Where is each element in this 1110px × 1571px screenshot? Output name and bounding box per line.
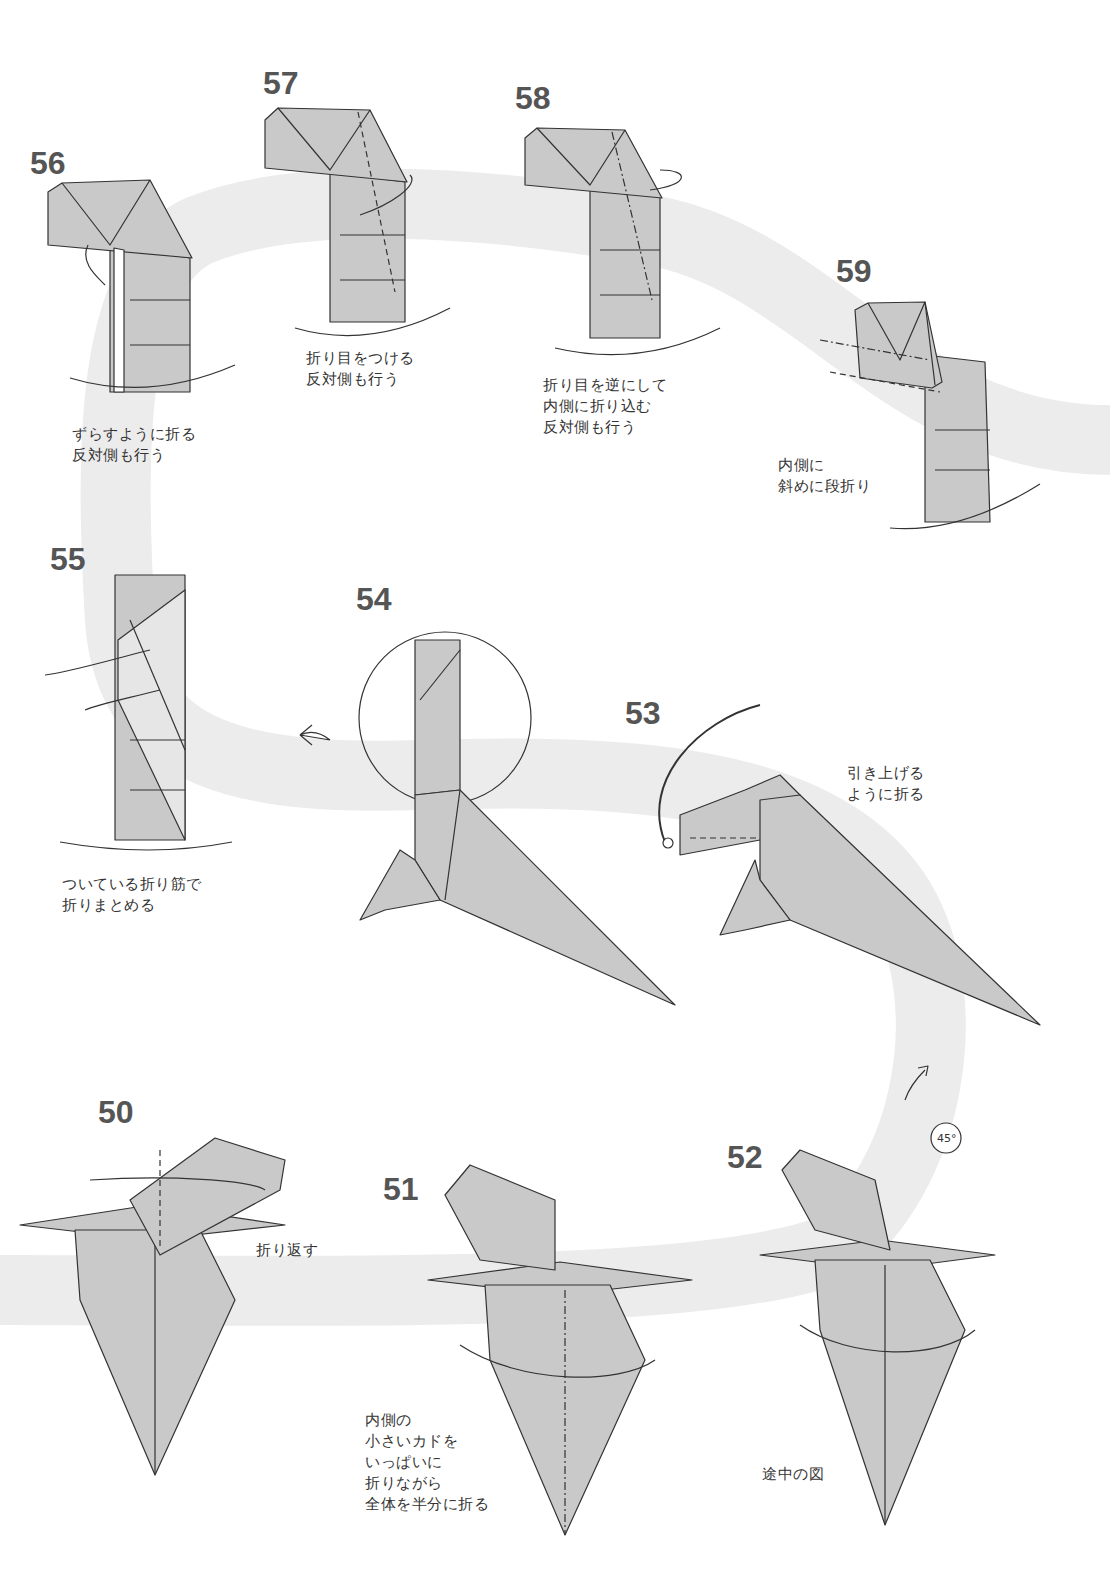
callout-number: 50 (98, 1096, 134, 1128)
instruction-note: 内側の 小さいカドを いっぱいに 折りながら 全体を半分に折る (365, 1410, 489, 1515)
instruction-note: 折り返す (256, 1240, 318, 1261)
callout-number: 51 (383, 1173, 419, 1205)
instruction-note: 折り目を逆にして 内側に折り込む 反対側も行う (543, 375, 667, 438)
callout-number: 55 (50, 543, 86, 575)
instruction-note: 途中の図 (762, 1464, 824, 1485)
instruction-note: 引き上げる ように折る (847, 763, 925, 805)
callout-number: 57 (263, 67, 299, 99)
callout-number: 58 (515, 82, 551, 114)
rotation-label: 45° (937, 1133, 957, 1144)
instruction-note: ついている折り筋で 折りまとめる (62, 874, 202, 916)
instruction-note: 折り目をつける 反対側も行う (306, 348, 415, 390)
callout-number: 54 (356, 583, 392, 615)
callout-number: 52 (727, 1141, 763, 1173)
callout-number: 53 (625, 697, 661, 729)
instruction-note: 内側に 斜めに段折り (778, 455, 871, 497)
instruction-note: ずらすように折る 反対側も行う (72, 424, 196, 466)
callout-number: 59 (836, 255, 872, 287)
callout-number: 56 (30, 147, 66, 179)
